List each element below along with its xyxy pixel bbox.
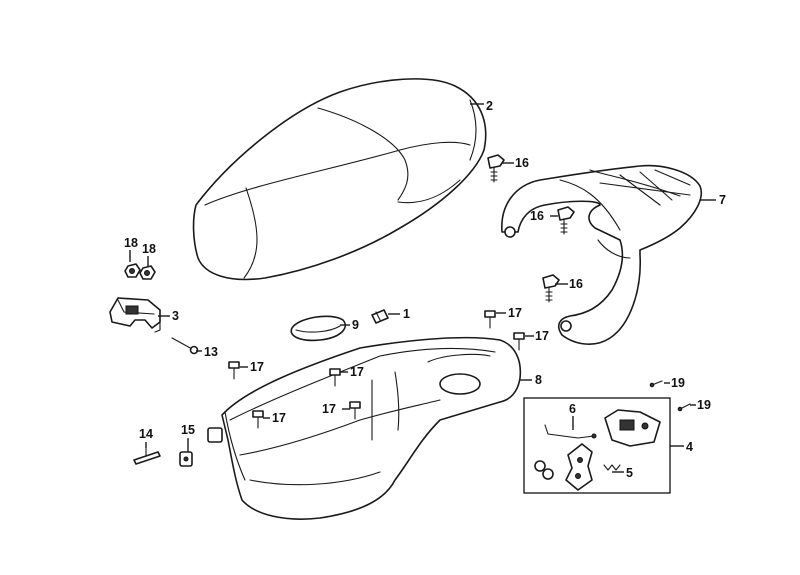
callout-7: 7 (719, 193, 726, 207)
callout-13: 13 (204, 345, 218, 359)
callout-6: 6 (569, 402, 576, 416)
bolt-16a (487, 154, 505, 183)
callout-17: 17 (535, 329, 549, 343)
lock-latch (565, 443, 593, 491)
lock-mechanism (604, 409, 661, 447)
callout-17: 17 (272, 411, 286, 425)
callout-4: 4 (686, 440, 693, 454)
clip-nut-15 (179, 451, 193, 467)
leader-lines (129, 103, 716, 473)
callout-17: 17 (508, 306, 522, 320)
long-bolt (171, 337, 199, 355)
callout-5: 5 (626, 466, 633, 480)
callout-17: 17 (350, 365, 364, 379)
callout-1: 1 (403, 307, 410, 321)
screw-17e (252, 410, 264, 429)
clip (371, 309, 389, 324)
seat (192, 78, 487, 281)
callout-18: 18 (142, 242, 156, 256)
storage-box (207, 336, 522, 520)
callout-17: 17 (250, 360, 264, 374)
screw-14 (133, 447, 161, 465)
screw-17a (484, 310, 496, 329)
callout-16: 16 (515, 156, 529, 170)
nut-a (124, 263, 141, 278)
callout-3: 3 (172, 309, 179, 323)
callout-16: 16 (569, 277, 583, 291)
callout-16: 16 (530, 209, 544, 223)
callout-19: 19 (697, 398, 711, 412)
lock-spring-5 (603, 464, 621, 471)
rear-carrier (501, 164, 702, 345)
screw-17c (228, 361, 240, 380)
nut-b (139, 265, 156, 280)
callout-19: 19 (671, 376, 685, 390)
lock-washers (534, 460, 554, 480)
callout-15: 15 (181, 423, 195, 437)
callout-8: 8 (535, 373, 542, 387)
screw-17f (349, 401, 361, 420)
callout-14: 14 (139, 427, 153, 441)
bolt-16b (557, 206, 575, 235)
screw-17b (513, 332, 525, 351)
callout-2: 2 (486, 99, 493, 113)
pin-19a (649, 380, 663, 388)
bracket (109, 297, 161, 333)
lock-cable-6 (544, 424, 597, 439)
callout-9: 9 (352, 318, 359, 332)
pin-19b (677, 403, 691, 412)
bolt-16c (542, 274, 560, 303)
callout-17: 17 (322, 402, 336, 416)
storage-cap (290, 315, 346, 342)
callout-18: 18 (124, 236, 138, 250)
callout-labels: 2 18 18 3 1 9 13 16 16 16 7 17 17 17 17 … (124, 99, 726, 480)
